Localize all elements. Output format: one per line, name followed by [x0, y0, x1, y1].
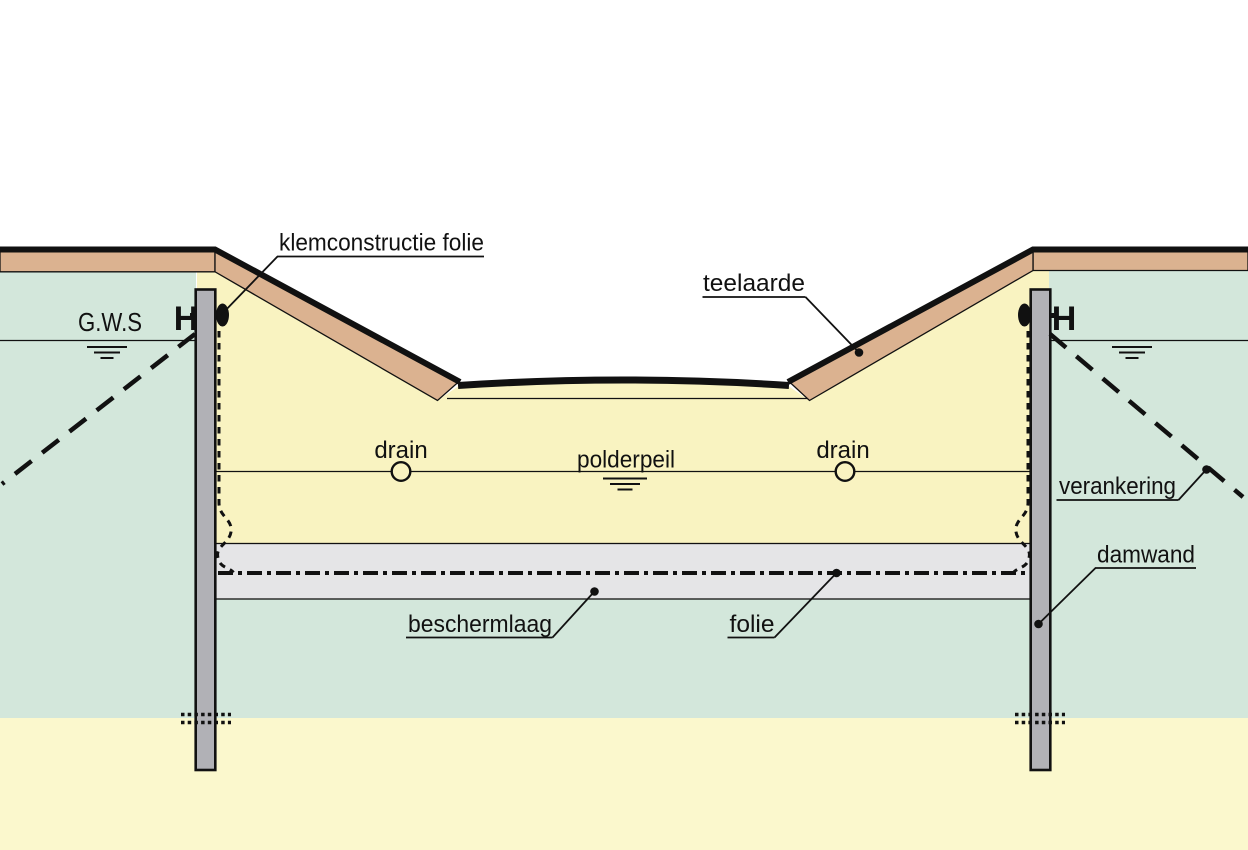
label-polderpeil: polderpeil [577, 447, 675, 474]
topsoil-left-flat [0, 249, 216, 273]
leader-folie [773, 573, 836, 639]
label-damwand: damwand [1097, 542, 1195, 569]
label-gws-left: G.W.S [78, 307, 142, 337]
label-teelaarde: teelaarde [703, 270, 805, 297]
leader-dot-verankering [1202, 465, 1211, 474]
leader-dot-damwand [1034, 619, 1043, 629]
leader-dot-teelaarde [854, 348, 864, 357]
deep-sand-layer [0, 718, 1248, 850]
label-folie: folie [730, 611, 775, 638]
water-level-symbol-polderpeil [603, 477, 647, 491]
anchor-head-right: H [1052, 300, 1077, 338]
leader-klemconstructie-folie [220, 255, 279, 316]
anchor-line-right [1048, 332, 1245, 499]
basin-bottom-folie-line [457, 376, 790, 389]
folie-wall-curve-right [1012, 331, 1031, 574]
anchor-head-left: H [174, 300, 199, 338]
water-level-symbol-gws-left [87, 346, 127, 359]
water-level-symbol-gws-right [1112, 346, 1152, 359]
leader-dot-beschermlaag [590, 587, 599, 596]
surface-folie-line [0, 246, 1248, 385]
anchor-line-left [0, 332, 197, 486]
soil-middle [196, 598, 1050, 718]
label-beschermlaag: beschermlaag [408, 611, 552, 638]
label-verankering: verankering [1059, 473, 1176, 500]
drain-circle-right [834, 461, 856, 483]
leader-teelaarde [804, 296, 859, 353]
leader-verankering [1177, 470, 1206, 501]
sheet-pile-right [1029, 288, 1052, 772]
soil-left [0, 271, 196, 718]
drain-circle-left [390, 461, 412, 483]
label-klemconstructie-folie: klemconstructie folie [279, 230, 484, 257]
folie-clamp-left [216, 303, 229, 327]
folie-wall-curve-left [216, 331, 235, 574]
label-drain-right: drain [816, 437, 869, 464]
pile-toe-marks-left [181, 712, 231, 725]
leader-damwand [1038, 567, 1097, 624]
leader-dot-folie [832, 568, 841, 578]
leader-beschermlaag [551, 591, 595, 639]
soil-right [1049, 270, 1248, 718]
pile-toe-marks-right [1015, 712, 1065, 725]
topsoil-right-flat [1032, 249, 1248, 272]
sheet-pile-left [194, 288, 217, 772]
folie-clamp-right [1018, 303, 1031, 327]
label-drain-left: drain [374, 437, 427, 464]
